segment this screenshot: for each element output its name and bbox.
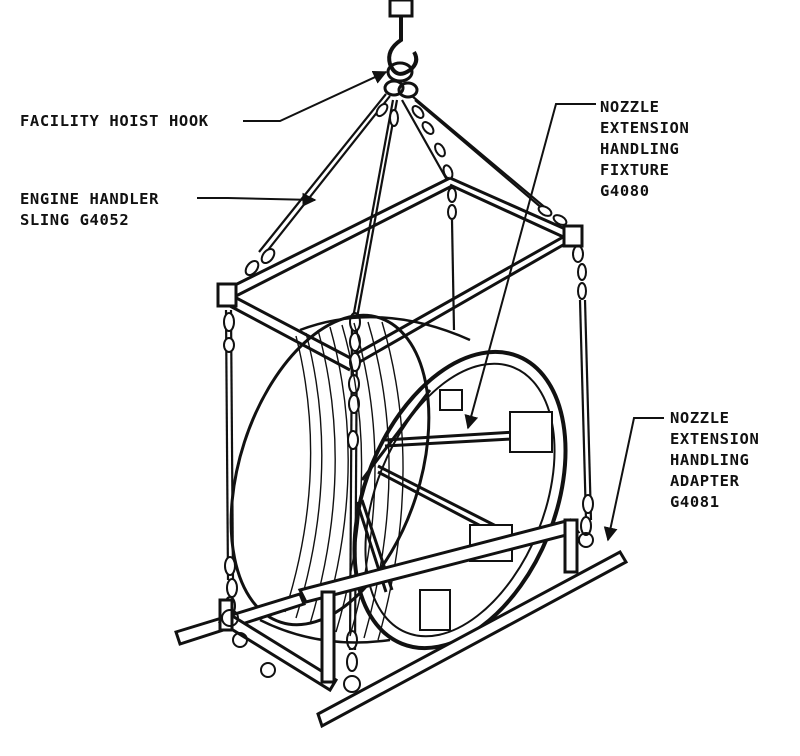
hanger-rods xyxy=(224,219,593,651)
label-nozzle-extension-handling-adapter: NOZZLE EXTENSION HANDLING ADAPTER G4081 xyxy=(670,409,769,511)
leader-hoist-hook xyxy=(243,70,388,122)
leader-sling xyxy=(197,192,317,207)
sling-cables xyxy=(258,93,551,319)
label-nozzle-extension-handling-fixture: NOZZLE EXTENSION HANDLING FIXTURE G4080 xyxy=(600,98,699,200)
label-facility-hoist-hook: FACILITY HOIST HOOK xyxy=(20,112,209,130)
sling-spreader-frame xyxy=(216,176,584,372)
hoist-hook xyxy=(383,0,419,99)
adapter-lift-lugs xyxy=(221,532,594,693)
nozzle-handling-adapter-base xyxy=(174,518,629,729)
label-engine-handler-sling: ENGINE HANDLER SLING G4052 xyxy=(20,190,169,229)
nozzle-handling-fixture-spokes xyxy=(355,389,553,631)
callout-leaders xyxy=(197,70,664,542)
leader-adapter xyxy=(603,417,664,542)
nozzle-extension-cylinder xyxy=(229,313,568,651)
leader-fixture xyxy=(464,103,596,430)
